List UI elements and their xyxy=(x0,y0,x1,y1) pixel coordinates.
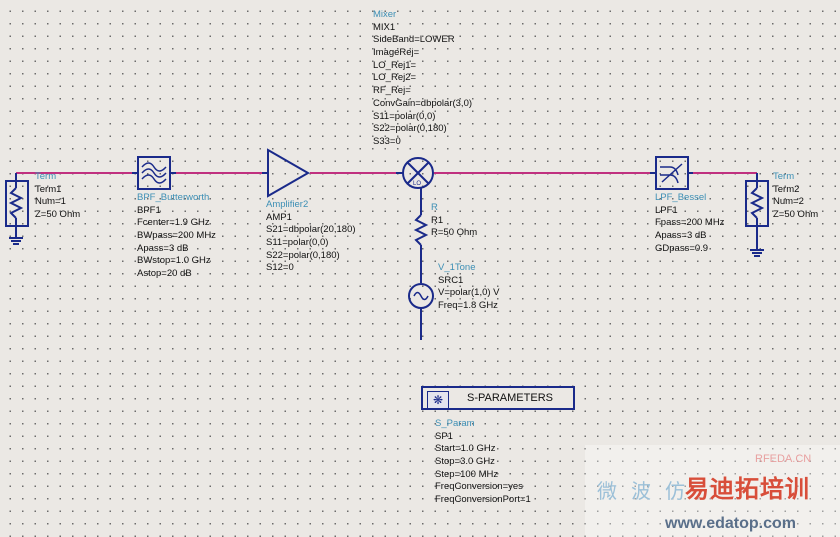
component-type: Mixer xyxy=(373,9,397,20)
component-type: Term xyxy=(35,171,57,182)
param: S11=polar(0,0) xyxy=(266,237,329,249)
param: Stop=3.0 GHz xyxy=(435,456,495,468)
param: S12=0 xyxy=(266,262,294,274)
instance-name: AMP1 xyxy=(266,211,292,223)
lpf-label: LPF_Bessel LPF1 Fpass=200 MHz Apass=3 dB… xyxy=(655,192,724,255)
mixer-lo-label: LO xyxy=(413,181,421,187)
mixer-label: Mixer MIX1 SideBand=LOWER ImageRej= LO_R… xyxy=(373,9,472,149)
param: Z=50 Ohm xyxy=(773,209,819,221)
instance-name: Term1 xyxy=(35,183,62,195)
component-type: Term xyxy=(773,171,795,182)
sparam-label: S_Param SP1 Start=1.0 GHz Stop=3.0 GHz S… xyxy=(435,418,531,507)
resistor-label: R R1 R=50 Ohm xyxy=(431,202,477,240)
amplifier-symbol[interactable] xyxy=(262,148,311,198)
watermark-site: RFEDA.CN xyxy=(755,453,812,465)
param: GDpass=0.9 xyxy=(655,242,709,254)
instance-name: SRC1 xyxy=(438,274,464,286)
param: Apass=3 dB xyxy=(655,230,707,242)
term1-symbol[interactable] xyxy=(5,173,29,245)
mixer-symbol[interactable] xyxy=(396,157,434,189)
param: Apass=3 dB xyxy=(137,242,189,254)
instance-name: Term2 xyxy=(773,183,800,195)
term2-label: Term Term2 Num=2 Z=50 Ohm xyxy=(773,171,818,222)
param: S22=polar(0,180) xyxy=(266,249,340,261)
watermark-url: www.edatop.com xyxy=(665,515,796,532)
param: ConvGain=dbpolar(3,0) xyxy=(373,97,473,109)
component-type: S_Param xyxy=(435,418,475,429)
lpf-symbol[interactable] xyxy=(650,156,693,190)
resistor-symbol[interactable] xyxy=(413,188,429,283)
param: Num=2 xyxy=(773,196,804,208)
watermark-cn2: 微波仿 xyxy=(597,481,699,503)
param: Freq=1.8 GHz xyxy=(438,300,498,312)
param: LO_Rej2= xyxy=(373,72,417,84)
term2-symbol[interactable] xyxy=(745,173,769,257)
s-parameters-controller[interactable]: ❋ S-PARAMETERS xyxy=(421,386,575,410)
watermark: 微波仿 RFEDA.CN 易迪拓培训 www.edatop.com xyxy=(585,445,840,537)
component-type: V_1Tone xyxy=(438,262,476,273)
param: LO_Rej1= xyxy=(373,59,417,71)
param: Num=1 xyxy=(35,196,66,208)
param: Z=50 Ohm xyxy=(35,209,81,221)
instance-name: LPF1 xyxy=(655,204,678,216)
instance-name: BPF1 xyxy=(137,204,161,216)
param: RF_Rej= xyxy=(373,85,411,97)
param: Astop=20 dB xyxy=(137,268,192,280)
amp-label: Amplifier2 AMP1 S21=dbpolar(20,180) S11=… xyxy=(266,199,356,275)
watermark-cn: 易迪拓培训 xyxy=(685,476,810,503)
param: S33=0 xyxy=(373,135,401,147)
param: SideBand=LOWER xyxy=(373,34,455,46)
source-symbol[interactable] xyxy=(408,283,434,340)
instance-name: MIX1 xyxy=(373,21,396,33)
param: Fpass=200 MHz xyxy=(655,217,725,229)
param: FreqConversionPort=1 xyxy=(435,494,531,506)
param: S11=polar(0,0) xyxy=(373,110,436,122)
s-param-icon: ❋ xyxy=(427,391,449,409)
instance-name: R1 xyxy=(431,214,444,226)
component-type: Amplifier2 xyxy=(266,199,309,210)
instance-name: SP1 xyxy=(435,430,453,442)
param: FreqConversion=yes xyxy=(435,481,523,493)
s-parameters-title: S-PARAMETERS xyxy=(467,392,553,404)
component-type: BPF_Butterworth xyxy=(137,192,210,203)
param: V=polar(1,0) V xyxy=(438,287,500,299)
term1-label: Term Term1 Num=1 Z=50 Ohm xyxy=(35,171,80,222)
param: Step=100 MHz xyxy=(435,468,499,480)
param: Fcenter=1.9 GHz xyxy=(137,217,210,229)
param: ImageRej= xyxy=(373,47,420,59)
param: Start=1.0 GHz xyxy=(435,443,496,455)
component-type: LPF_Bessel xyxy=(655,192,707,203)
param: S21=dbpolar(20,180) xyxy=(266,224,356,236)
param: R=50 Ohm xyxy=(431,227,478,239)
component-type: R xyxy=(431,202,438,213)
source-label: V_1Tone SRC1 V=polar(1,0) V Freq=1.8 GHz xyxy=(438,262,500,313)
param: S22=polar(0,180) xyxy=(373,123,447,135)
bpf-label: BPF_Butterworth BPF1 Fcenter=1.9 GHz BWp… xyxy=(137,192,216,281)
bpf-symbol[interactable] xyxy=(132,156,176,190)
param: BWstop=1.0 GHz xyxy=(137,255,211,267)
param: BWpass=200 MHz xyxy=(137,230,216,242)
